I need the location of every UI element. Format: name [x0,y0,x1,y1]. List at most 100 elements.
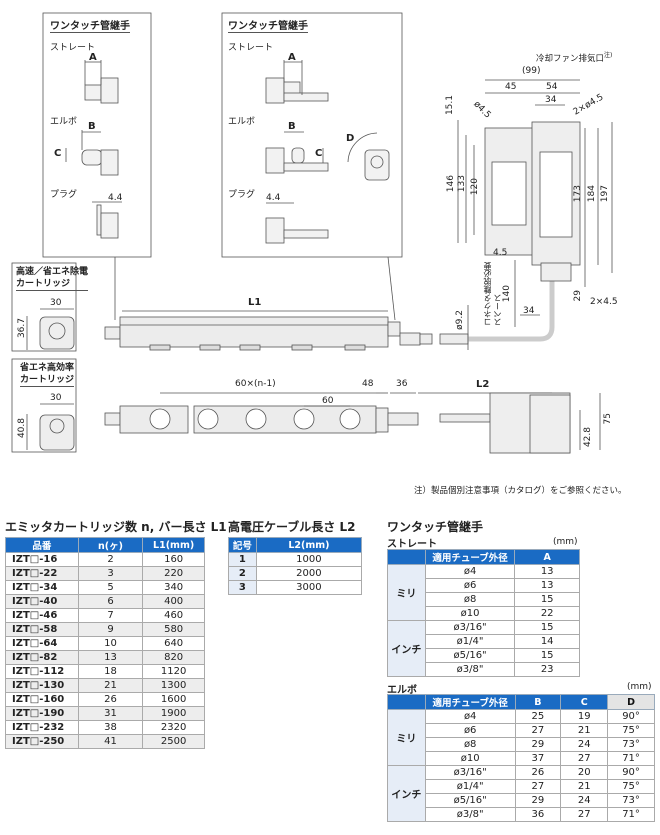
dim-plug-left: 4.4 [108,193,123,203]
cartridge2-height: 40.8 [17,418,27,439]
group-cell: インチ [387,765,426,822]
group-cell: ミリ [387,709,426,766]
col-header: n(ヶ) [77,537,144,553]
connector-space: コネクタ離脱必要スペース [483,262,503,326]
dim-133: 133 [457,175,467,193]
table-cell: 15 [514,592,580,607]
controller-front-view [489,392,571,454]
table-cell: 38 [77,720,144,735]
table-cell: 400 [142,594,205,609]
fitting-box-left [42,12,152,258]
plug-fitting-left [96,204,119,239]
table-cell: IZT□-16 [5,552,79,567]
table-cell: 3000 [255,580,363,595]
table-cell: IZT□-250 [5,734,79,749]
straight-label-right: ストレート [228,43,274,53]
col-header: B [514,694,562,710]
dim-140: 140 [502,285,512,303]
table-cell: ø5/16" [424,648,516,663]
dim-99: (99) [522,66,541,76]
col-header: 適用チューブ外径 [424,549,516,565]
footnote: 注）製品個別注意事項（カタログ）をご参照ください。 [414,486,627,496]
table-cell: 41 [77,734,144,749]
table-cell: 820 [142,650,205,665]
ionizer-bar-side [104,316,469,348]
table-cell: 27 [514,779,562,794]
elbow-unit: (mm) [627,682,652,692]
table-cell: 26 [514,765,562,780]
table-cell: ø10 [424,606,516,621]
table-cell: 31 [77,706,144,721]
col-header: A [514,549,580,565]
table-cell: 5 [77,580,144,595]
dim-15-1: 15.1 [445,95,455,116]
table-cell: 15 [514,648,580,663]
table-cell: 7 [77,608,144,623]
table-cell: 1900 [142,706,205,721]
table-cell: ø8 [424,592,516,607]
cartridge2-title: 省エネ高効率カートリッジ [20,362,75,387]
table-cell: 90° [607,709,655,724]
table-cell: 37 [514,751,562,766]
plug-label-left: プラグ [50,190,78,200]
cartridge1-shape [39,316,75,350]
table-cell: 18 [77,664,144,679]
elbow-label-right: エルボ [228,117,256,127]
cartridge1-title-line2: カートリッジ [16,279,71,289]
table-cell: 27 [514,723,562,738]
table-cell: 75° [607,723,655,738]
dim-42-8: 42.8 [583,427,593,448]
straight-label-left: ストレート [50,43,96,53]
table-cell: 75° [607,779,655,794]
col-header: 品番 [5,537,79,553]
table-cell: 160 [142,552,205,567]
elbow-end-view [364,149,390,181]
col-header [387,694,426,710]
col-header: C [560,694,609,710]
table-cell: 73° [607,793,655,808]
table-cell: 1300 [142,678,205,693]
table-cell: 36 [514,807,562,822]
table-cell: 26 [77,692,144,707]
table-cell: ø3/8" [424,662,516,677]
table-cell: IZT□-232 [5,720,79,735]
table-cell: 1600 [142,692,205,707]
table-cell: 6 [77,594,144,609]
cable-diameter: ø9.2 [455,310,465,330]
table-cell: 340 [142,580,205,595]
dim-a-right: A [288,52,296,63]
col-header: 適用チューブ外径 [424,694,516,710]
dim-34-top: 34 [545,95,557,105]
table-cell: 27 [560,807,609,822]
table-cell: IZT□-130 [5,678,79,693]
dim-plug-right: 4.4 [266,193,281,203]
dim-45: 45 [505,82,517,92]
dim-146: 146 [446,175,456,193]
table-cell: IZT□-112 [5,664,79,679]
cartridge2-title-line1: 省エネ高効率 [20,363,75,373]
fan-exhaust-note: 冷却ファン排気口注) [536,50,612,64]
group-cell: インチ [387,620,426,677]
elbow-table-label: エルボ [387,685,417,696]
table-cell: 1 [228,552,257,567]
dim-l1: L1 [248,297,262,308]
cartridge2-title-line2: カートリッジ [20,375,75,385]
dim-120: 120 [470,178,480,196]
